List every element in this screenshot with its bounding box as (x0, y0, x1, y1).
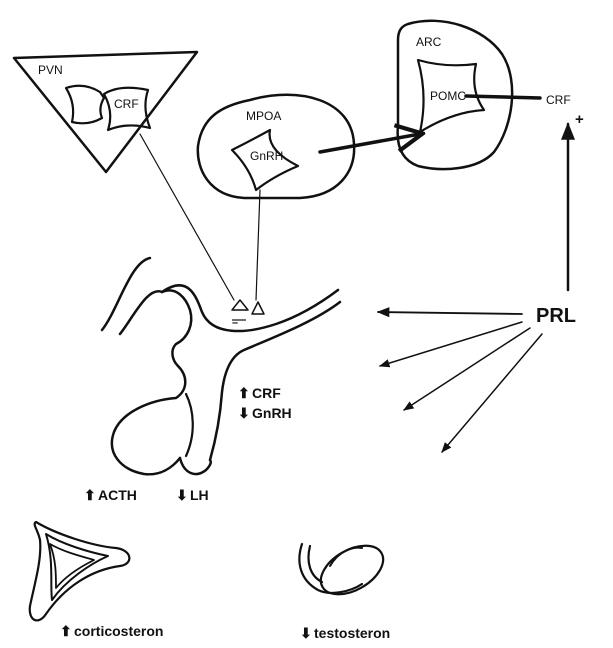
gnrh-pit-label: GnRH (252, 405, 292, 421)
prl-to-pituitary-arrow (378, 312, 522, 314)
corticosteron-label: corticosteron (74, 623, 163, 639)
testosteron-decrease-arrow: ⬇ (300, 625, 312, 641)
pvn-to-median-eminence-line (140, 134, 234, 300)
acth-label: ACTH (98, 487, 137, 503)
svg-text:–: – (232, 317, 238, 329)
testis (299, 536, 391, 605)
median-eminence-terminals: – (232, 300, 264, 329)
testosteron-label: testosteron (314, 625, 390, 641)
arc-label: ARC (416, 35, 442, 49)
mpoa-label: MPOA (246, 109, 281, 123)
lh-label: LH (190, 487, 209, 503)
gnrh-label: GnRH (250, 149, 283, 163)
acth-increase-arrow: ⬆ (84, 487, 96, 503)
lh-decrease-arrow: ⬇ (176, 487, 188, 503)
prl-label: PRL (536, 305, 576, 327)
crf-pvn-label: CRF (114, 97, 139, 111)
crf-increase-arrow: ⬆ (238, 385, 250, 401)
plus-sign: + (575, 111, 584, 128)
gnrh-decrease-arrow: ⬇ (238, 405, 250, 421)
pomc-label: POMC (430, 89, 466, 103)
gnrh-to-pomc-arrow (320, 134, 420, 152)
corticosteron-increase-arrow: ⬆ (60, 623, 72, 639)
crf-right-label: CRF (546, 93, 571, 107)
pvn-label: PVN (38, 63, 63, 77)
prl-effect-arrows (378, 124, 568, 452)
adrenal-gland (30, 522, 130, 620)
pituitary-outline (102, 258, 340, 474)
pomc-to-crf-line (466, 96, 540, 98)
mpoa-to-median-eminence-line (256, 190, 260, 300)
crf-pit-label: CRF (252, 385, 281, 401)
